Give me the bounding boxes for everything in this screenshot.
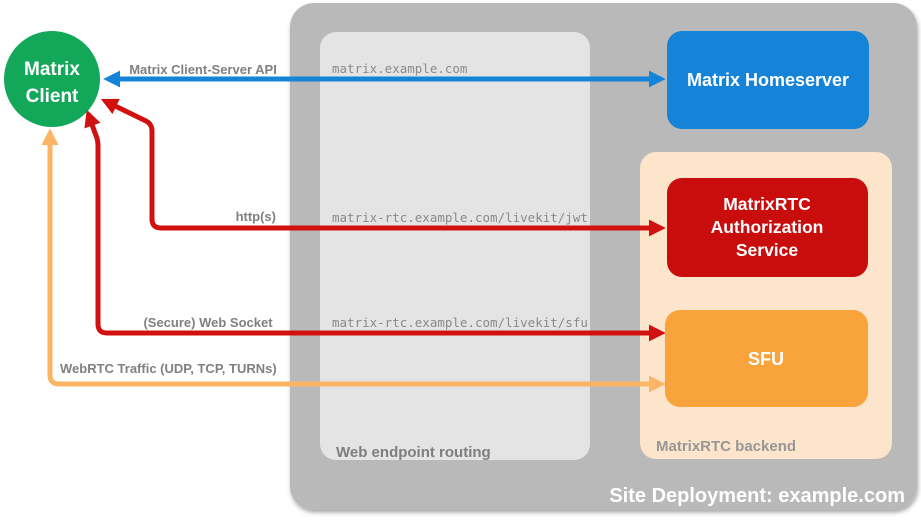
site-deployment-title: Site Deployment: example.com (609, 485, 905, 507)
matrix-client-node (4, 31, 100, 127)
matrix-homeserver-node (667, 31, 869, 129)
endpoint-url-sfu: matrix-rtc.example.com/livekit/sfu (332, 315, 588, 330)
auth-service-label-line1: MatrixRTC (723, 194, 811, 214)
https-arrow-label: http(s) (236, 209, 276, 224)
webrtc-arrow (41, 128, 666, 393)
sfu-node (665, 310, 868, 407)
endpoint-url-jwt: matrix-rtc.example.com/livekit/jwt (332, 210, 588, 225)
matrix-homeserver-label: Matrix Homeserver (687, 70, 849, 90)
matrix-client-label-line1: Matrix (24, 59, 80, 80)
websocket-arrow-label: (Secure) Web Socket (143, 315, 273, 330)
webrtc-arrow-label: WebRTC Traffic (UDP, TCP, TURNs) (60, 361, 277, 376)
web-endpoint-routing-caption: Web endpoint routing (336, 444, 491, 461)
matrix-client-label-line2: Client (26, 86, 79, 107)
client-server-api-arrow-label: Matrix Client-Server API (129, 62, 277, 77)
endpoint-url-homeserver: matrix.example.com (332, 61, 467, 76)
auth-service-label-line2: Authorization (711, 217, 824, 237)
auth-service-label-line3: Service (736, 240, 799, 260)
web-endpoint-routing-container (320, 32, 590, 460)
matrixrtc-backend-caption: MatrixRTC backend (656, 438, 796, 455)
sfu-label: SFU (748, 349, 784, 369)
matrixrtc-auth-service-node (667, 178, 868, 277)
